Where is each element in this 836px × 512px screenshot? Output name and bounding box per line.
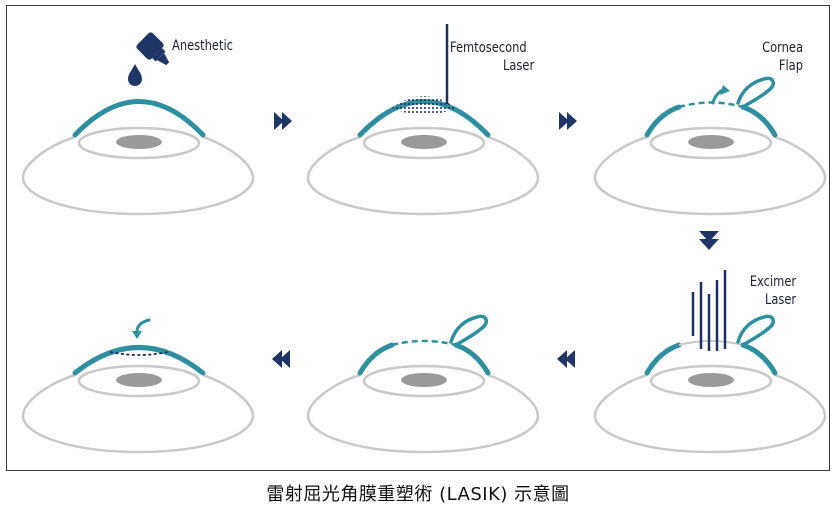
exposed-stroma: [678, 340, 744, 346]
pupil: [688, 373, 734, 387]
cornea-arc: [72, 99, 206, 138]
flap-cut-line: [391, 339, 457, 347]
double-triangle-arrow-icon: [272, 350, 290, 368]
eye-illustration: [593, 126, 827, 216]
eye-illustration: [21, 364, 255, 454]
diagram-frame: Anesthetic Femtosecond Laser: [6, 5, 830, 471]
double-triangle-arrow-icon: [274, 112, 292, 130]
lifted-flap: [449, 314, 489, 347]
pupil: [688, 135, 734, 149]
step-label-femtosecond-line2: Laser: [503, 58, 535, 74]
lift-arrow-icon: [720, 85, 730, 95]
step-femtosecond-laser-panel: Femtosecond Laser: [306, 24, 540, 216]
step-cornea-flap-panel: Cornea Flap: [593, 40, 827, 216]
laser-cut-zone: [392, 96, 456, 115]
double-triangle-arrow-icon: [557, 350, 575, 368]
cornea-arc: [72, 345, 206, 376]
eye-illustration: [21, 126, 255, 216]
double-triangle-arrow-icon: [559, 112, 577, 130]
pupil: [116, 135, 162, 149]
lasik-diagram: Anesthetic Femtosecond Laser: [21, 24, 827, 454]
excimer-laser-beams: [691, 270, 727, 351]
liquid-drop-icon: [128, 64, 142, 86]
step-label-cornea-line2: Flap: [779, 58, 803, 74]
flap-down-arrow-icon: [132, 331, 142, 339]
step-flap-reposition-panel: [306, 314, 540, 454]
step-label-cornea-line1: Cornea: [762, 40, 803, 56]
pupil: [116, 373, 162, 387]
step-label-excimer-line2: Laser: [765, 292, 797, 308]
reshaped-surface: [109, 351, 169, 356]
figure-caption: 雷射屈光角膜重塑術 (LASIK) 示意圖: [266, 484, 570, 505]
lifted-flap: [736, 76, 776, 109]
step-excimer-laser-panel: Excimer Laser: [593, 270, 827, 454]
step-label-femtosecond-line1: Femtosecond: [450, 40, 527, 56]
step-anesthetic-panel: Anesthetic: [21, 32, 255, 216]
lifted-flap: [736, 314, 776, 347]
eye-drop-bottle-icon: [136, 32, 170, 66]
pupil: [401, 373, 447, 387]
eye-illustration: [593, 364, 827, 454]
step-flap-closed-panel: [21, 318, 255, 454]
pupil: [401, 135, 447, 149]
flap-cut-line: [678, 101, 744, 109]
down-triangle-arrow-icon: [699, 231, 719, 250]
step-label-anesthetic: Anesthetic: [172, 38, 233, 54]
eye-illustration: [306, 364, 540, 454]
eye-illustration: [306, 126, 540, 216]
step-label-excimer-line1: Excimer: [750, 274, 797, 290]
